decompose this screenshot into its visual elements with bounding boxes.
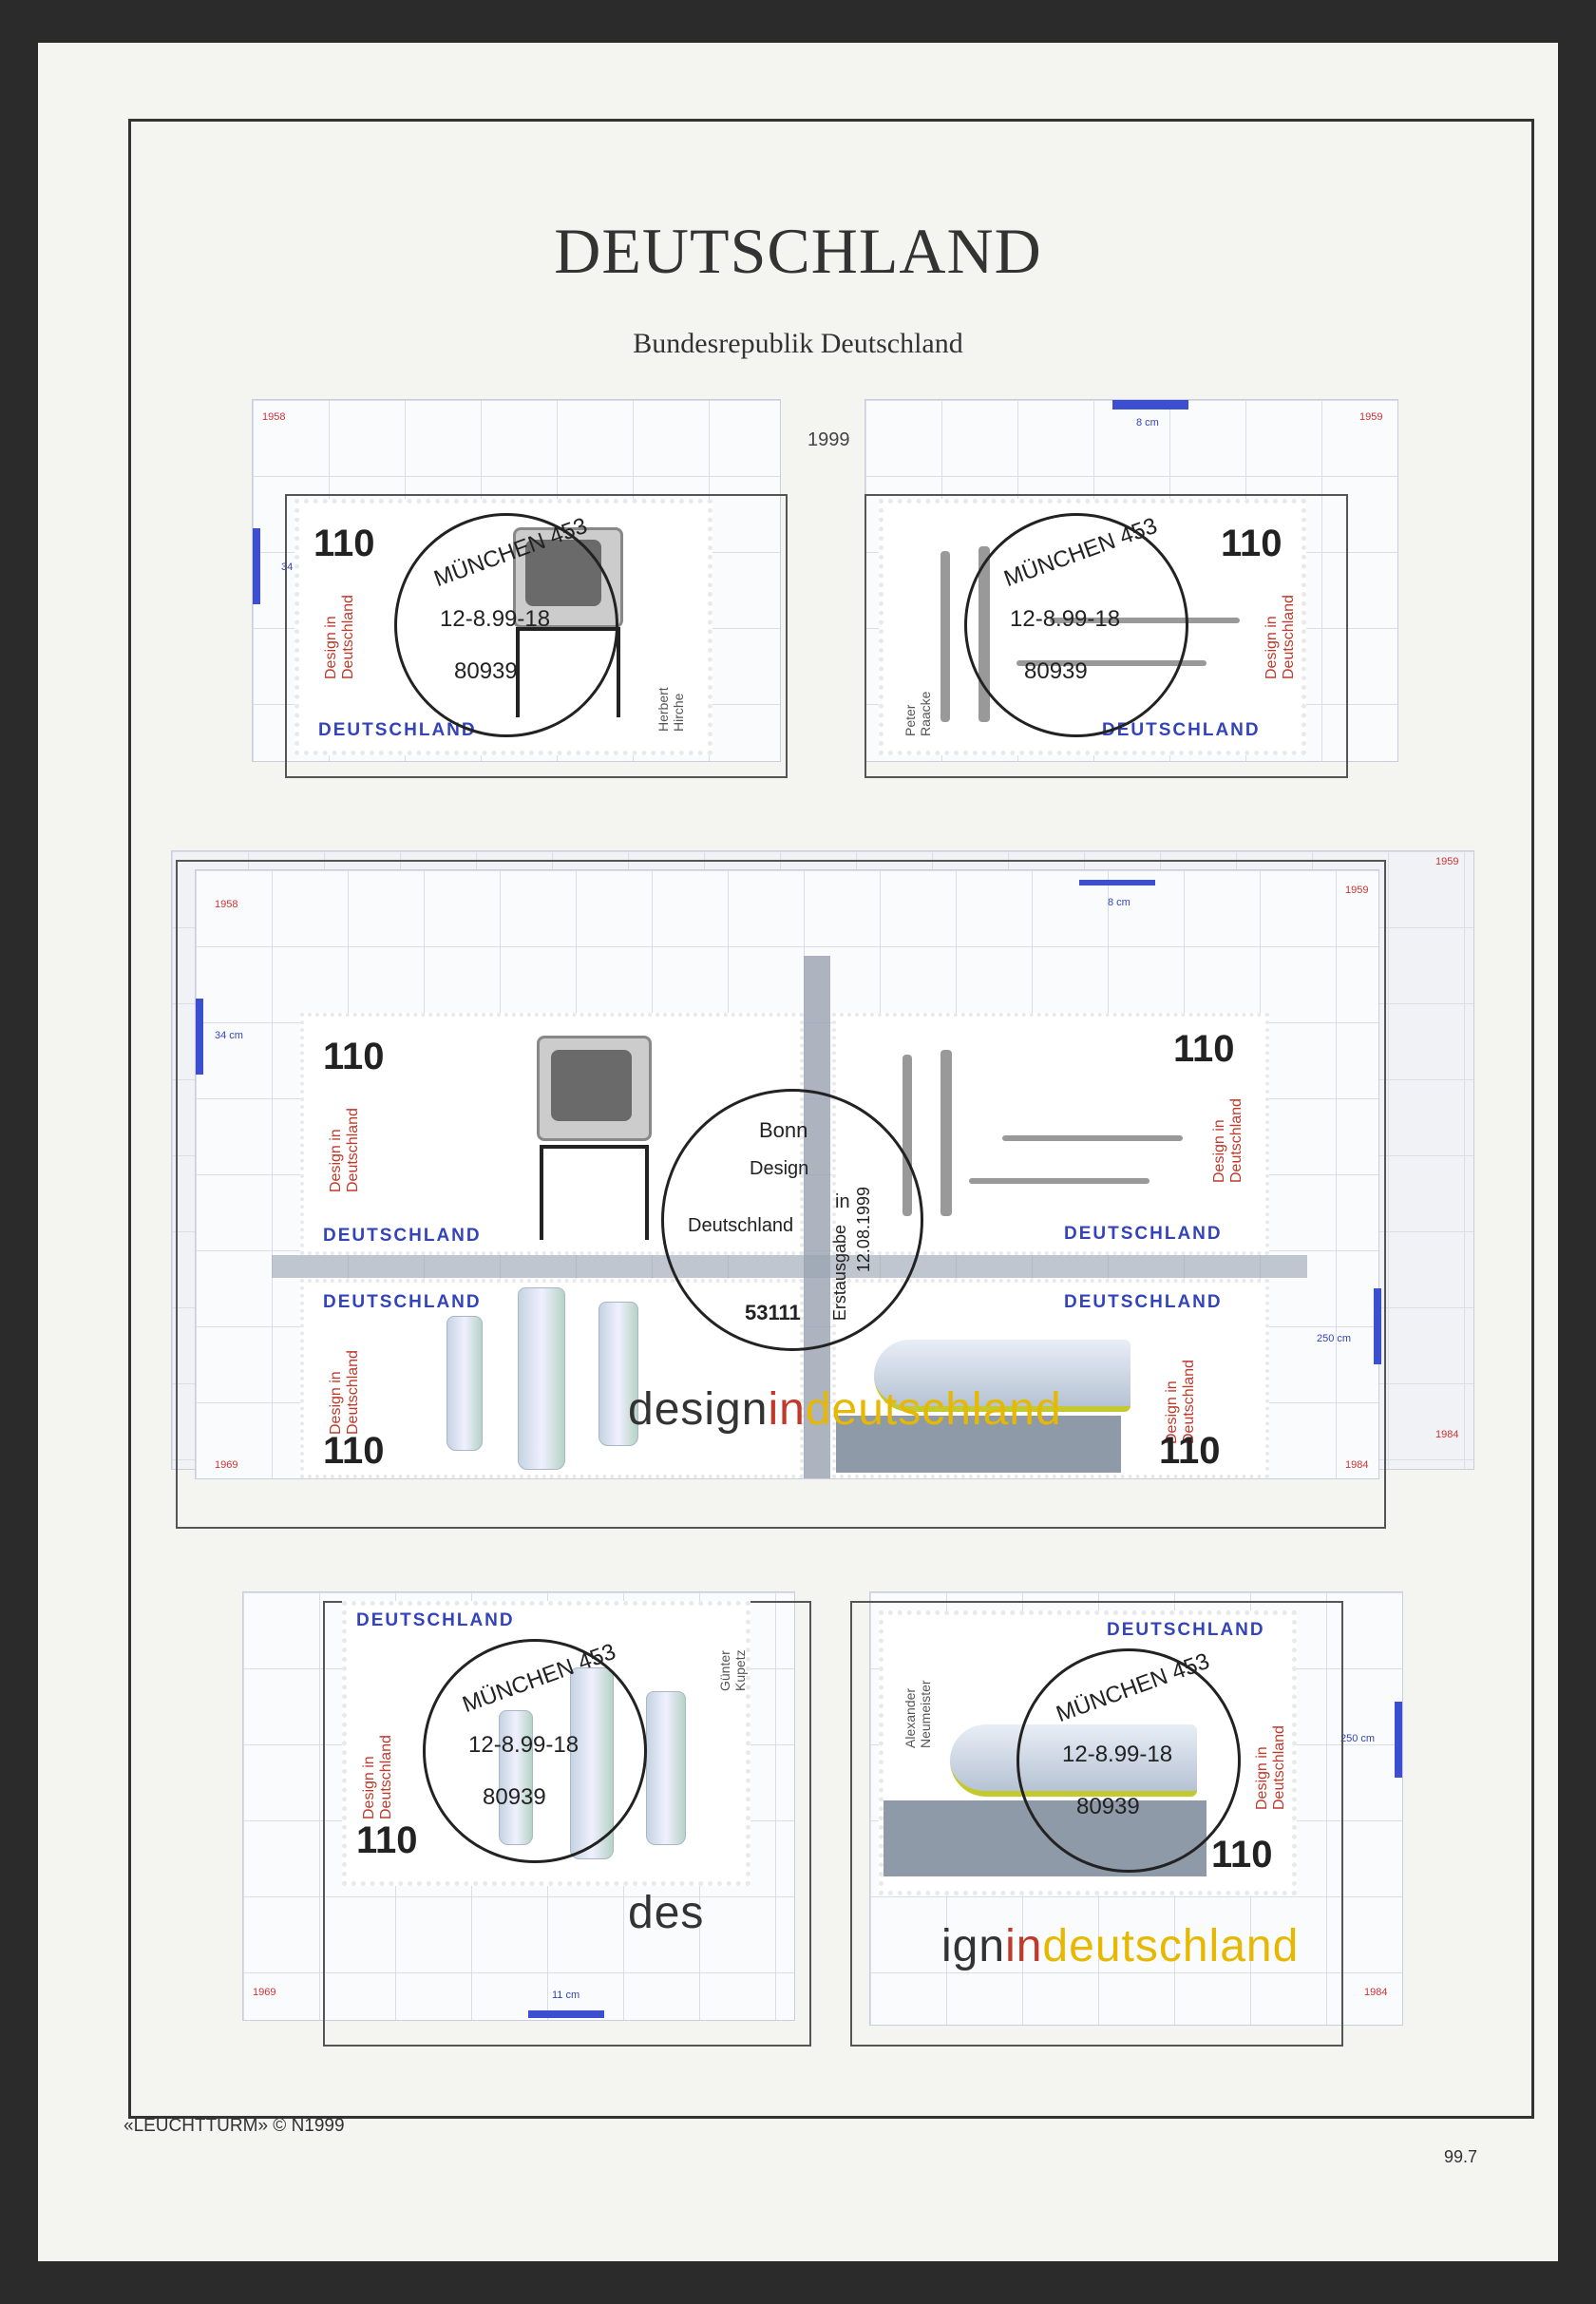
year-mark: 1984 — [1345, 1459, 1369, 1471]
sheet-slogan: designindeutschland — [628, 1384, 1062, 1435]
tv-icon — [537, 1036, 652, 1141]
size-bar — [253, 528, 260, 604]
stamp-label: Design in Deutschland — [1264, 595, 1297, 679]
block-stamp-train: DEUTSCHLAND Design in Deutschland 110 — [832, 1279, 1269, 1478]
fork-icon — [940, 551, 950, 722]
stamp-country: DEUTSCHLAND — [318, 720, 477, 740]
stamp-label: Design in Deutschland — [323, 595, 356, 679]
year-mark: 1984 — [1435, 1429, 1459, 1440]
year-mark: 1969 — [253, 1987, 276, 1998]
fdc-postmark: Bonn Design in Deutschland Erstausgabe 1… — [661, 1089, 923, 1351]
souvenir-sheet: 1958 1959 1969 1984 34 cm 8 cm 250 cm 11… — [195, 869, 1381, 1479]
year-mark: 1969 — [215, 1459, 238, 1471]
size-mark: 34 cm — [215, 1030, 243, 1041]
stamp-country: DEUTSCHLAND — [1102, 720, 1261, 740]
size-bar — [1395, 1702, 1402, 1778]
year-mark: 1959 — [1435, 856, 1459, 867]
bottle-icon — [646, 1691, 686, 1845]
postmark: MÜNCHEN 453 12-8.99-18 80939 — [1016, 1648, 1241, 1873]
stamp-designer: Peter Raacke — [902, 691, 933, 736]
stamp-tv: 110 Design in Deutschland DEUTSCHLAND He… — [294, 499, 712, 755]
fork-icon — [902, 1055, 912, 1216]
spoon-icon — [1002, 1135, 1183, 1141]
bottle-icon — [518, 1287, 565, 1470]
stamp-value: 110 — [1221, 523, 1282, 564]
block-stamp-bottles: DEUTSCHLAND Design in Deutschland 110 — [300, 1279, 804, 1478]
page-title: DEUTSCHLAND — [554, 215, 1042, 287]
page-frame — [128, 119, 1534, 2119]
mount-frame — [864, 494, 1348, 778]
mount-frame — [285, 494, 788, 778]
postmark: MÜNCHEN 453 12-8.99-18 80939 — [423, 1639, 647, 1863]
size-bar — [1079, 880, 1155, 885]
sheet-slogan: ignindeutschland — [941, 1921, 1300, 1971]
year-mark: 1958 — [215, 899, 238, 910]
size-mark: 8 cm — [1136, 417, 1159, 428]
knife-icon — [940, 1050, 952, 1216]
stamp-cutlery: 110 Design in Deutschland DEUTSCHLAND Pe… — [879, 499, 1306, 755]
track-icon — [836, 1416, 1121, 1473]
year-mark: 1959 — [1345, 885, 1369, 896]
size-bar — [1374, 1288, 1381, 1364]
stamp-designer: Herbert Hirche — [656, 687, 686, 732]
spoon-icon — [969, 1178, 1150, 1184]
bottle-icon — [446, 1316, 483, 1451]
stamp-train: DEUTSCHLAND Alexander Neumeister Design … — [879, 1610, 1297, 1895]
size-mark: 11 cm — [552, 1990, 580, 2001]
year-label: 1999 — [808, 429, 850, 450]
size-bar — [1112, 400, 1188, 409]
sheet-slogan-partial: des — [628, 1888, 705, 1938]
year-mark: 1959 — [1359, 411, 1383, 423]
year-mark: 1984 — [1364, 1987, 1388, 1998]
size-mark: 8 cm — [1108, 897, 1130, 908]
postmark: MÜNCHEN 453 12-8.99-18 80939 — [964, 513, 1188, 737]
album-page: DEUTSCHLAND Bundesrepublik Deutschland 1… — [38, 43, 1558, 2261]
stamp-bottles: DEUTSCHLAND Design in Deutschland 110 Gü… — [342, 1601, 750, 1886]
publisher-label: «LEUCHTTURM» © N1999 — [124, 2116, 345, 2136]
page-subtitle: Bundesrepublik Deutschland — [633, 328, 963, 359]
size-mark: 250 cm — [1317, 1333, 1352, 1344]
year-mark: 1958 — [262, 411, 286, 423]
bottle-icon — [598, 1302, 638, 1446]
stamp-value: 110 — [314, 523, 375, 564]
size-bar — [528, 2010, 604, 2018]
mount-frame — [176, 860, 1386, 1529]
postmark: MÜNCHEN 453 12-8.99-18 80939 — [394, 513, 618, 737]
page-number: 99.7 — [1444, 2147, 1478, 2166]
train-icon — [874, 1340, 1130, 1412]
mount-frame — [850, 1601, 1343, 2047]
size-mark: 250 cm — [1340, 1733, 1376, 1744]
size-bar — [196, 999, 203, 1075]
